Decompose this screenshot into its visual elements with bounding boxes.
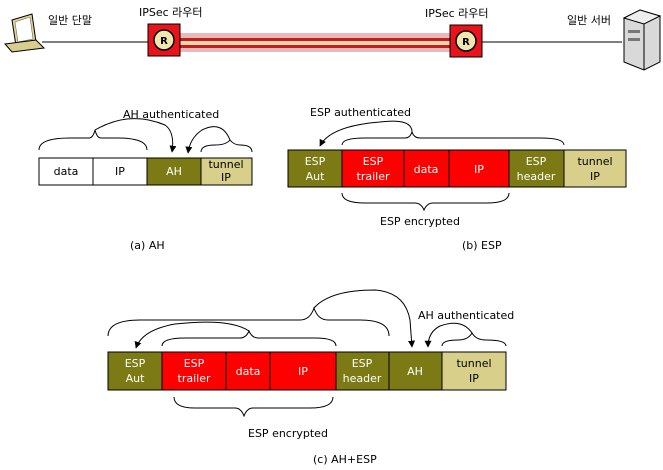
packet-c-esp-trailer-2: trailer	[178, 372, 211, 385]
packet-b-esp-aut-1: ESP	[305, 155, 326, 168]
packet-c-esp-aut-2: Aut	[126, 372, 145, 385]
packet-b-esp-header-2: header	[517, 170, 556, 183]
packet-c-seg-esp-header	[335, 351, 390, 391]
packet-b-auth-label: ESP authenticated	[310, 106, 411, 119]
packet-c-caption: (c) AH+ESP	[313, 453, 377, 466]
packet-c-tunnel-2: IP	[469, 372, 479, 385]
router-right-icon: R	[449, 24, 483, 58]
packet-a-auth-arrow	[94, 118, 177, 153]
packet-c-seg-ah	[388, 351, 443, 391]
packet-c-tunnel-brace	[441, 331, 507, 347]
packet-b-caption: (b) ESP	[462, 239, 502, 252]
packet-c-seg-esp-aut	[107, 351, 163, 391]
packet-c-esp-aut-1: ESP	[125, 357, 146, 370]
packet-a-seg-data	[38, 157, 94, 186]
packet-a-tunnel-arrow	[185, 126, 231, 154]
packet-c-esp-auth-arrow	[134, 321, 250, 349]
packet-a: data IP AH tunnel IP	[38, 157, 253, 186]
packet-a-seg-ip	[92, 157, 148, 186]
packet-c-tunnel-arrow	[424, 322, 473, 348]
packet-c-esp-header-2: header	[343, 372, 382, 385]
packet-c-esp-auth-brace	[161, 329, 337, 347]
packet-a-label-tunnel-ip: IP	[221, 171, 231, 184]
packet-b-auth-brace	[341, 130, 565, 146]
packet-b: ESP Aut ESP trailer data IP ESP header t…	[287, 149, 627, 188]
packet-a-seg-ah	[146, 157, 202, 186]
packet-b-seg-tunnel-ip	[563, 149, 627, 188]
packet-c-label-ah: AH	[407, 365, 423, 378]
packet-b-tunnel-1: tunnel	[577, 155, 612, 168]
router-left-icon: R	[147, 23, 181, 57]
ipsec-tunnel	[180, 33, 450, 52]
packet-c-seg-ip	[269, 351, 337, 391]
packet-a-label-tunnel: tunnel	[208, 158, 243, 171]
packet-c-ah-auth-arrow	[313, 289, 416, 348]
packet-a-tunnel-brace	[200, 139, 253, 153]
packet-c-tunnel-1: tunnel	[456, 357, 491, 370]
packet-c: ESP Aut ESP trailer data IP ESP header A…	[107, 351, 507, 391]
laptop-icon	[4, 13, 46, 53]
router-left-badge: R	[160, 36, 168, 47]
packet-a-seg-tunnel-ip	[200, 157, 253, 186]
packet-a-auth-brace	[38, 129, 148, 151]
router-right-badge: R	[462, 37, 470, 48]
packet-b-esp-trailer-2: trailer	[357, 170, 390, 183]
packet-b-esp-header-1: ESP	[526, 155, 547, 168]
packet-c-label-data: data	[236, 365, 261, 378]
packet-c-esp-trailer-1: ESP	[184, 357, 205, 370]
packet-a-label-data: data	[54, 165, 79, 178]
server-label: 일반 서버	[567, 13, 611, 27]
packet-c-enc-brace	[173, 396, 334, 418]
packet-b-seg-esp-trailer	[341, 149, 405, 188]
packet-b-esp-trailer-1: ESP	[363, 155, 384, 168]
packet-b-seg-esp-header	[508, 149, 565, 188]
server-icon	[622, 9, 662, 71]
packet-a-caption: (a) AH	[130, 239, 165, 252]
packet-c-seg-data	[225, 351, 271, 391]
packet-c-seg-esp-trailer	[161, 351, 227, 391]
packet-b-label-ip: IP	[474, 163, 484, 176]
packet-a-label-ah: AH	[166, 165, 182, 178]
packet-b-enc-brace	[341, 192, 510, 212]
packet-b-seg-data	[403, 149, 450, 188]
packet-c-esp-header-1: ESP	[352, 357, 373, 370]
packet-b-label-data: data	[414, 163, 439, 176]
packet-c-label-ip: IP	[298, 365, 308, 378]
router-right-label: IPSec 라우터	[425, 7, 489, 20]
packet-b-seg-esp-aut	[287, 149, 343, 188]
packet-b-esp-aut-2: Aut	[306, 170, 325, 183]
client-label: 일반 단말	[48, 13, 92, 27]
packet-a-auth-label: AH authenticated	[123, 108, 219, 121]
router-left-label: IPSec 라우터	[139, 6, 203, 19]
packet-c-seg-tunnel-ip	[441, 351, 507, 391]
packet-b-auth-arrow	[319, 120, 413, 147]
packet-b-seg-ip	[448, 149, 510, 188]
packet-c-auth-label: AH authenticated	[418, 309, 514, 322]
packet-b-tunnel-2: IP	[590, 170, 600, 183]
packet-b-enc-label: ESP encrypted	[380, 215, 460, 228]
packet-c-enc-label: ESP encrypted	[248, 427, 328, 440]
packet-a-label-ip: IP	[115, 165, 125, 178]
